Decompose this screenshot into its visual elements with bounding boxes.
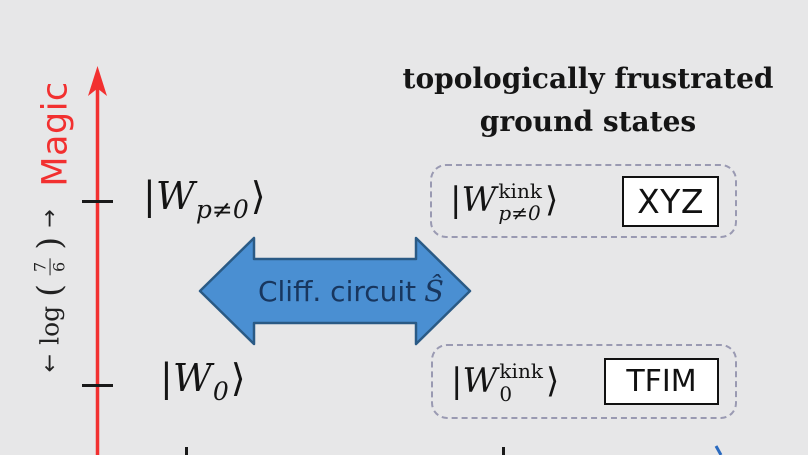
log-span-annotation: ← log ( 7 6 ) → xyxy=(0,196,145,386)
ket-superscript: kink xyxy=(498,178,542,203)
ket-subscript: p≠0 xyxy=(498,201,541,225)
span-end-arrow-icon: → xyxy=(37,209,63,228)
ket-w-0: |W0⟩ xyxy=(160,356,246,405)
ket-open-bar: | xyxy=(160,356,173,400)
heading-line-1: topologically frustrated xyxy=(402,62,774,95)
model-box-xyz: XYZ xyxy=(622,175,719,227)
ket-open-bar: | xyxy=(451,360,463,401)
ket-close-angle: ⟩ xyxy=(544,180,559,221)
ket-subscript: p≠0 xyxy=(195,195,249,224)
span-close-paren: ) xyxy=(29,237,68,250)
clifford-double-arrow xyxy=(198,236,472,346)
figure-heading: topologically frustrated ground states xyxy=(396,57,780,143)
ket-close-angle: ⟩ xyxy=(545,360,560,401)
span-start-arrow-icon: ← xyxy=(37,354,63,373)
span-fraction-denominator: 6 xyxy=(49,261,69,273)
ket-close-angle: ⟩ xyxy=(250,174,266,218)
magic-axis-label: Magic xyxy=(6,81,106,187)
span-fraction-numerator: 7 xyxy=(30,258,51,276)
cutoff-blue-mark xyxy=(714,445,723,455)
span-log-text: log xyxy=(35,305,65,345)
ket-subscript: 0 xyxy=(212,377,229,406)
clifford-label-text: Cliff. circuit xyxy=(257,274,417,308)
clifford-arrow-label: Cliff. circuit Ŝ xyxy=(225,272,477,310)
clifford-operator-symbol: Ŝ xyxy=(424,274,445,308)
magic-axis-label-text: Magic xyxy=(36,81,76,187)
ket-letter: W xyxy=(172,356,212,400)
heading-line-2: ground states xyxy=(479,105,697,138)
model-label: TFIM xyxy=(626,364,697,399)
model-label: XYZ xyxy=(637,181,704,221)
span-open-paren: ( xyxy=(29,284,68,297)
ket-letter: W xyxy=(462,360,498,401)
ket-letter: W xyxy=(461,180,497,221)
ket-subscript: 0 xyxy=(499,381,513,406)
ket-open-bar: | xyxy=(143,174,156,218)
ket-open-bar: | xyxy=(450,180,462,221)
model-box-tfim: TFIM xyxy=(604,358,719,405)
ket-w-p-neq-0: |Wp≠0⟩ xyxy=(143,174,266,223)
span-fraction: 7 6 xyxy=(30,258,69,276)
ket-superscript: kink xyxy=(499,359,543,384)
ket-close-angle: ⟩ xyxy=(230,356,246,400)
ket-letter: W xyxy=(155,174,195,218)
magic-axis-arrowhead xyxy=(88,66,107,96)
